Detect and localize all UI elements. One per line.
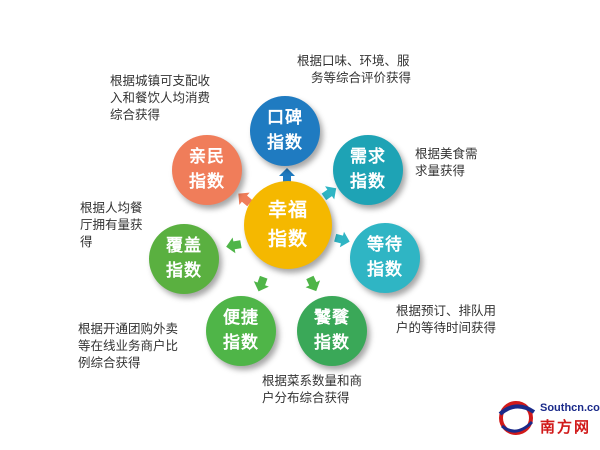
- desc-fugai: 根据人均餐 厅拥有量获 得: [80, 199, 143, 250]
- node-xuqiu: 需求 指数: [333, 135, 403, 205]
- arrow-to-tiecan: [305, 275, 321, 292]
- southcn-logo-icon: [498, 401, 536, 435]
- node-xuqiu-line2: 指数: [350, 172, 386, 192]
- arrow-to-fugai: [226, 237, 242, 254]
- desc-bianjie-line: 根据开通团购外卖: [78, 321, 179, 336]
- node-bianjie-line2: 指数: [223, 333, 259, 353]
- node-xuqiu-line1: 需求: [350, 147, 386, 167]
- desc-koubei: 根据口味、环境、服 务等综合评价获得: [297, 52, 411, 86]
- node-dengdai-line1: 等待: [367, 235, 403, 255]
- arrow-to-koubei: [279, 168, 295, 183]
- desc-koubei-line: 务等综合评价获得: [311, 70, 412, 85]
- node-qinmin: 亲民 指数: [172, 135, 242, 205]
- desc-bianjie-line: 例综合获得: [78, 355, 141, 370]
- node-tiecan-line1: 饕餮: [314, 308, 350, 328]
- desc-qinmin-line: 综合获得: [110, 107, 161, 122]
- arrow-to-xuqiu: [321, 186, 337, 201]
- desc-qinmin-line: 入和餐饮人均消费: [110, 90, 211, 105]
- node-fugai-line1: 覆盖: [166, 236, 202, 256]
- node-koubei: 口碑 指数: [250, 96, 320, 166]
- desc-xuqiu-line: 根据美食需: [415, 146, 478, 161]
- desc-xuqiu: 根据美食需 求量获得: [415, 145, 478, 179]
- arrow-to-bianjie: [253, 275, 269, 292]
- node-qinmin-line1: 亲民: [189, 147, 225, 167]
- node-koubei-line1: 口碑: [267, 108, 303, 128]
- desc-qinmin: 根据城镇可支配收 入和餐饮人均消费 综合获得: [110, 72, 210, 123]
- center-line1: 幸福: [267, 199, 308, 221]
- desc-bianjie: 根据开通团购外卖 等在线业务商户比 例综合获得: [78, 320, 178, 371]
- node-tiecan: 饕餮 指数: [297, 296, 367, 366]
- center-line2: 指数: [267, 228, 308, 250]
- desc-fugai-line: 厅拥有量获: [80, 217, 143, 232]
- desc-tiecan-line: 根据菜系数量和商: [262, 373, 363, 388]
- node-bianjie: 便捷 指数: [206, 296, 276, 366]
- logo-site-text: Southcn.com: [540, 402, 600, 414]
- desc-qinmin-line: 根据城镇可支配收: [110, 73, 211, 88]
- node-koubei-line2: 指数: [267, 133, 303, 153]
- desc-dengdai-line: 根据预订、排队用: [396, 303, 497, 318]
- desc-dengdai-line: 户的等待时间获得: [396, 320, 497, 335]
- desc-bianjie-line: 等在线业务商户比: [78, 338, 179, 353]
- node-dengdai: 等待 指数: [350, 223, 420, 293]
- desc-fugai-line: 得: [80, 234, 93, 249]
- desc-xuqiu-line: 求量获得: [415, 163, 466, 178]
- desc-dengdai: 根据预订、排队用 户的等待时间获得: [396, 302, 496, 336]
- desc-tiecan: 根据菜系数量和商 户分布综合获得: [262, 372, 362, 406]
- desc-koubei-line: 根据口味、环境、服: [297, 53, 410, 68]
- desc-tiecan-line: 户分布综合获得: [262, 390, 350, 405]
- node-fugai: 覆盖 指数: [149, 224, 219, 294]
- arrow-to-dengdai: [334, 231, 350, 248]
- node-bianjie-line1: 便捷: [223, 308, 259, 328]
- center-node-happiness: 幸福 指数: [244, 181, 332, 269]
- node-dengdai-line2: 指数: [367, 260, 403, 280]
- desc-fugai-line: 根据人均餐: [80, 200, 143, 215]
- logo-name-text: 南方网: [540, 418, 592, 436]
- node-fugai-line2: 指数: [166, 261, 202, 281]
- node-qinmin-line2: 指数: [189, 172, 225, 192]
- node-tiecan-line2: 指数: [314, 333, 350, 353]
